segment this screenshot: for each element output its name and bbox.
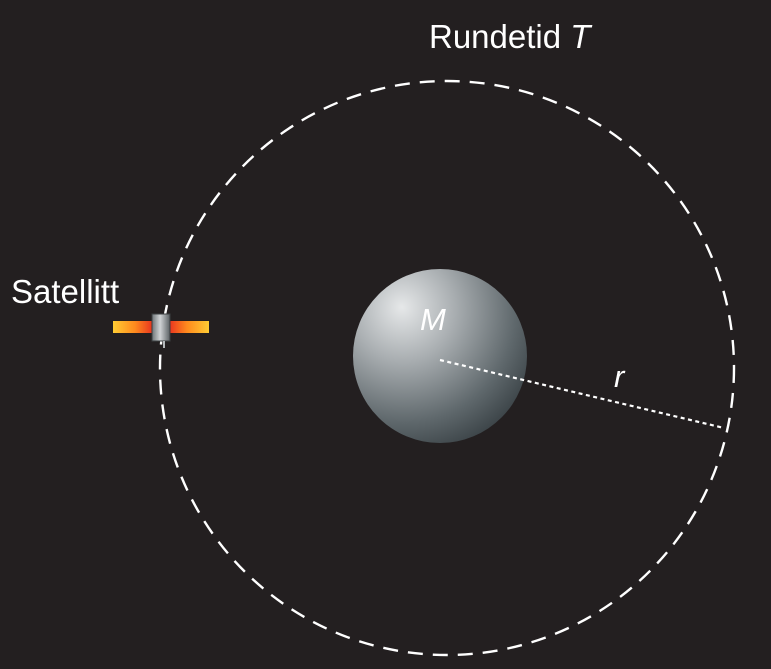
period-label: Rundetid T (429, 18, 593, 55)
solar-panel-right (169, 321, 209, 333)
satellite-icon (113, 313, 209, 348)
period-symbol: T (570, 18, 593, 55)
radius-line (439, 358, 725, 430)
satellite-label: Satellitt (11, 273, 119, 310)
period-label-text: Rundetid (429, 18, 570, 55)
planet-sphere (353, 269, 527, 443)
mass-label: M (420, 302, 446, 337)
radius-label: r (614, 359, 626, 394)
orbit-path (158, 79, 736, 657)
solar-panel-left (113, 321, 153, 333)
satellite-body (151, 313, 171, 342)
